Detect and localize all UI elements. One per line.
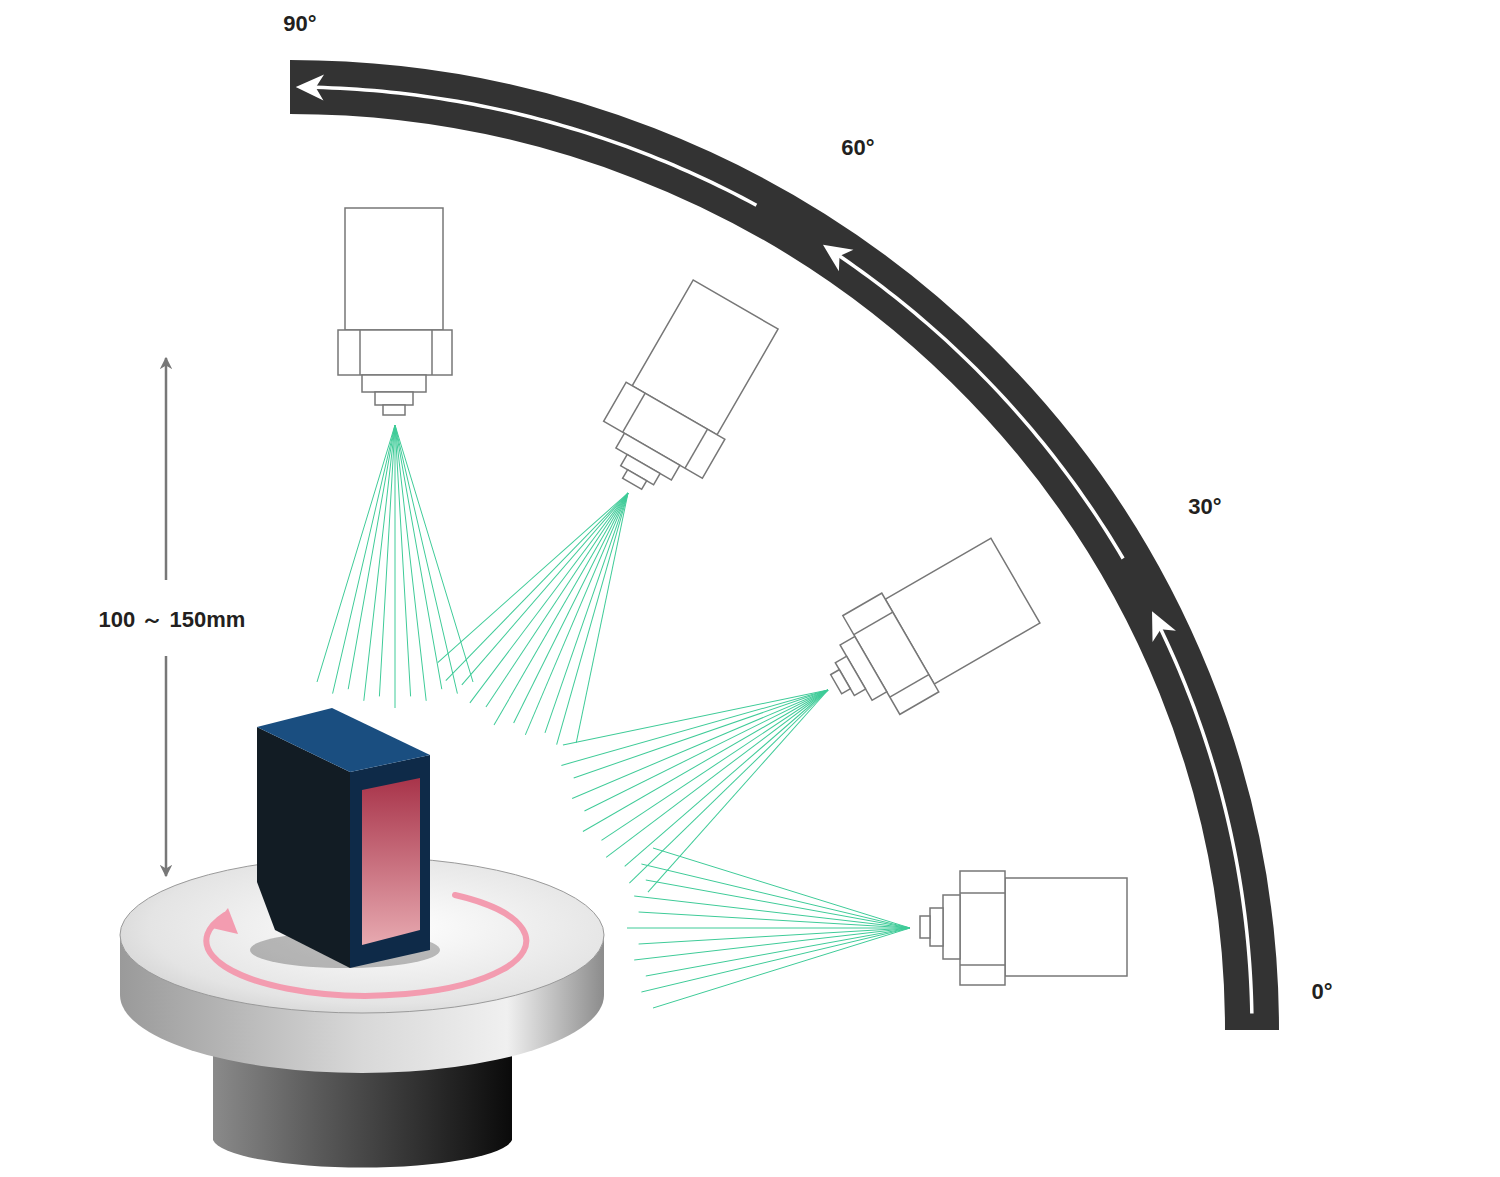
rail-arrowhead	[1140, 606, 1176, 643]
light-rays	[317, 425, 910, 1008]
light-ray	[395, 425, 411, 696]
camera	[584, 277, 786, 513]
ray-fan	[425, 453, 698, 765]
rail-arrowhead	[816, 234, 854, 271]
ray-fan	[540, 616, 870, 905]
camera-part	[920, 916, 930, 938]
rail-guide	[1155, 617, 1252, 1014]
camera-flange-line	[685, 429, 708, 468]
rotation-arrowhead	[212, 908, 238, 934]
ray-fan	[627, 848, 910, 1008]
camera	[808, 532, 1044, 734]
light-ray	[486, 485, 628, 715]
dimension-line	[165, 358, 168, 580]
light-ray	[641, 864, 910, 928]
camera	[920, 871, 1127, 985]
light-ray	[572, 661, 828, 828]
light-ray	[641, 928, 910, 992]
light-ray	[438, 453, 628, 703]
light-ray	[348, 425, 395, 689]
sensor-unit	[250, 708, 440, 968]
camera-flange-line	[359, 330, 361, 375]
light-ray	[561, 631, 828, 824]
light-ray	[395, 425, 473, 682]
light-ray	[583, 690, 828, 832]
light-ray	[494, 493, 628, 725]
light-ray	[634, 928, 910, 960]
sensor-window	[362, 778, 420, 945]
cameras	[338, 208, 1127, 985]
light-ray	[501, 493, 683, 745]
light-ray	[395, 425, 396, 708]
camera	[338, 208, 452, 415]
light-ray	[653, 928, 910, 1008]
rail-guide	[302, 87, 757, 205]
light-ray	[446, 461, 628, 713]
camera-part	[1005, 878, 1127, 976]
angle-label: 0°	[1311, 979, 1332, 1005]
light-ray	[563, 616, 828, 818]
light-ray	[395, 425, 426, 701]
sensor-top	[257, 708, 430, 772]
angle-label: 30°	[1188, 494, 1221, 520]
light-ray	[599, 690, 853, 866]
camera-part	[623, 470, 647, 490]
light-ray	[498, 493, 656, 735]
camera-part	[345, 208, 443, 330]
dimension-line	[165, 656, 168, 876]
camera-part	[943, 895, 960, 959]
camera-part	[831, 670, 851, 694]
light-ray	[627, 928, 910, 929]
light-ray	[503, 493, 669, 733]
light-ray	[333, 425, 395, 694]
light-ray	[379, 425, 395, 696]
dimension-label: 100 ～ 150mm	[95, 605, 250, 635]
camera-part	[383, 405, 405, 415]
camera-flange-line	[960, 964, 1005, 966]
light-ray	[574, 646, 828, 822]
camera-flange-line	[890, 675, 929, 698]
light-ray	[589, 690, 845, 857]
light-ray	[634, 896, 910, 928]
camera-part	[338, 330, 452, 375]
sensor-front	[350, 755, 430, 968]
ray-fan	[317, 425, 473, 708]
camera-flange-line	[854, 612, 893, 635]
rail-arrowhead	[295, 74, 324, 101]
light-ray	[595, 690, 862, 883]
light-ray	[507, 493, 697, 743]
light-ray	[639, 912, 910, 928]
light-ray	[470, 477, 628, 719]
light-ray	[364, 425, 395, 701]
camera-flange-line	[431, 330, 433, 375]
light-ray	[639, 928, 910, 944]
camera-part	[960, 871, 1005, 985]
light-ray	[584, 675, 828, 825]
light-ray	[646, 880, 910, 928]
angle-label: 60°	[841, 135, 874, 161]
rail-guide	[828, 248, 1123, 558]
camera-part	[375, 392, 413, 405]
light-ray	[462, 469, 628, 709]
camera-flange-line	[960, 892, 1005, 894]
light-ray	[605, 690, 870, 892]
camera-part	[930, 908, 943, 946]
camera-flange-line	[623, 393, 646, 432]
angle-label: 90°	[283, 11, 316, 37]
camera-part	[362, 375, 426, 392]
